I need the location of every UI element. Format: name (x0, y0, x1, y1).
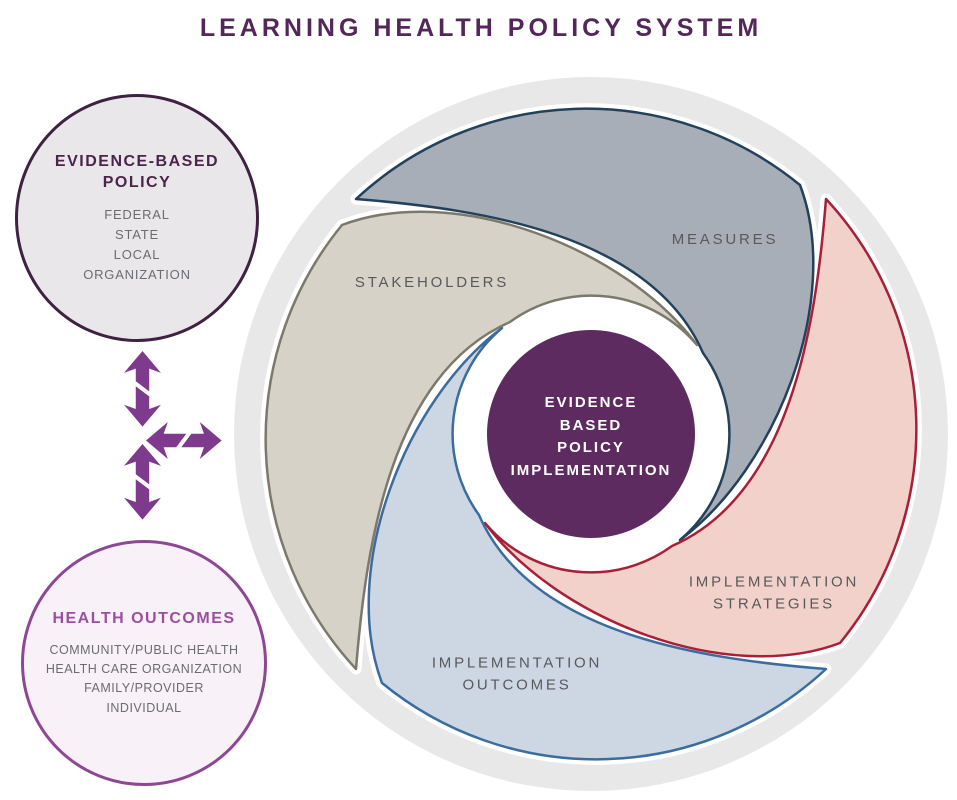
vertical-double-arrow-icon (124, 444, 161, 520)
vertical-double-arrow-icon (124, 351, 161, 427)
list-item: INDIVIDUAL (106, 700, 182, 715)
right-arrow-icon (181, 422, 222, 459)
center-label-line: EVIDENCE (544, 394, 638, 411)
outcomes-circle-items: COMMUNITY/PUBLIC HEALTH HEALTH CARE ORGA… (28, 641, 260, 719)
center-label-line: IMPLEMENTATION (510, 461, 672, 479)
list-item: COMMUNITY/PUBLIC HEALTH (49, 642, 239, 657)
list-item: FAMILY/PROVIDER (84, 681, 204, 696)
blade-label-measures: MEASURES (671, 231, 779, 249)
up-arrow-icon (124, 351, 161, 392)
center-label-line: POLICY (557, 439, 625, 456)
blade-label-stakeholders: STAKEHOLDERS (354, 274, 510, 292)
center-circle (487, 330, 695, 538)
left-arrow-icon (146, 422, 187, 459)
up-arrow-icon (124, 444, 161, 485)
health-outcomes-circle: HEALTH OUTCOMES COMMUNITY/PUBLIC HEALTH … (21, 540, 267, 786)
list-item: FEDERAL (104, 206, 170, 222)
evidence-based-policy-circle: EVIDENCE-BASED POLICY FEDERAL STATE LOCA… (15, 94, 259, 342)
list-item: STATE (115, 226, 159, 242)
horizontal-double-arrow-icon (146, 422, 222, 459)
list-item: ORGANIZATION (83, 267, 191, 283)
list-item: LOCAL (113, 247, 161, 263)
evidence-circle-items: FEDERAL STATE LOCAL ORGANIZATION (83, 205, 191, 286)
down-arrow-icon (124, 386, 161, 427)
center-circle-label: EVIDENCE BASED POLICY IMPLEMENTATION (491, 392, 691, 482)
evidence-circle-heading: EVIDENCE-BASED POLICY (54, 152, 220, 192)
center-label-line: BASED (559, 416, 623, 434)
blade-label-implementation-outcomes: IMPLEMENTATION OUTCOMES (431, 654, 603, 693)
outcomes-circle-heading: HEALTH OUTCOMES (52, 609, 236, 627)
list-item: HEALTH CARE ORGANIZATION (45, 661, 243, 676)
policy-cycle-diagram (234, 77, 948, 791)
page-title: LEARNING HEALTH POLICY SYSTEM (199, 14, 763, 42)
down-arrow-icon (124, 479, 161, 520)
exchange-arrows-icon (124, 351, 222, 520)
blade-label-implementation-strategies: IMPLEMENTATION STRATEGIES (688, 573, 860, 612)
